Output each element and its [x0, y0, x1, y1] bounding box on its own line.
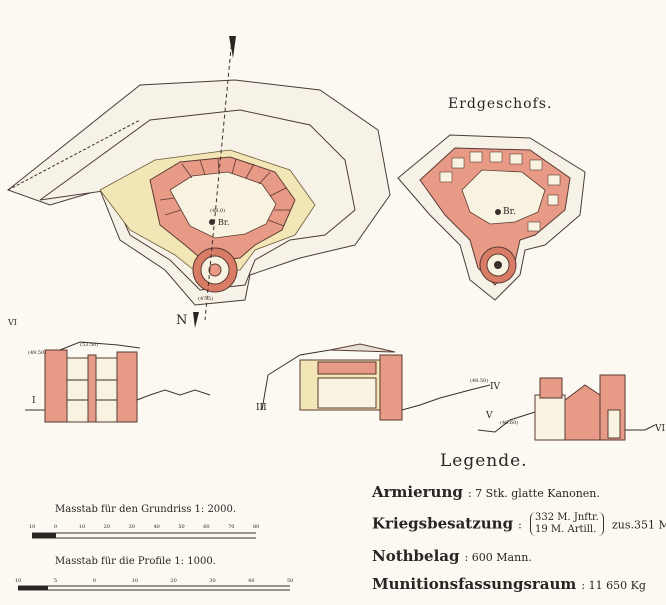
elevation-label-4: (47.5): [198, 296, 214, 302]
scale-grundriss-tick: 30: [128, 524, 135, 530]
roman-label-6b: VI: [655, 424, 666, 434]
casemates: [159, 157, 290, 227]
scale-grundriss-tick: 80: [253, 524, 260, 530]
scale-grundriss-tick: 60: [203, 524, 210, 530]
scale-grundriss-tick: 40: [153, 524, 160, 530]
legend-besatzung-brace: 332 M. Jnftr. 19 M. Artill.: [529, 512, 604, 536]
scale-profile-tick: 0: [92, 578, 96, 584]
profile-3: [261, 343, 491, 421]
ground-floor-title: Erdgeschofs.: [448, 96, 553, 112]
legend-armierung: Armierung : 7 Stk. glatte Kanonen.: [372, 482, 600, 501]
scale-profile-tick: 30: [209, 578, 216, 584]
legend-munition-value: : 11 650 Kg: [581, 579, 646, 592]
gf-court: [461, 169, 546, 225]
scale-profile-tick: 10: [131, 578, 138, 584]
roman-label-6: VI: [8, 318, 17, 327]
legend-armierung-value: : 7 Stk. glatte Kanonen.: [467, 487, 600, 500]
legend-besatzung: Kriegsbesatzung : 332 M. Jnftr. 19 M. Ar…: [372, 512, 666, 536]
ground-floor-plan: [397, 134, 586, 301]
profiles: [25, 341, 656, 441]
scale-grundriss-tick: 20: [103, 524, 111, 530]
legend-nothbelag-key: Nothbelag: [372, 547, 460, 565]
roman-label-1: I: [32, 396, 36, 406]
scale-grundriss-tick: 70: [228, 524, 235, 530]
legend-nothbelag: Nothbelag : 600 Mann.: [372, 546, 532, 565]
scale-profile-tick: 10: [15, 578, 22, 584]
legend-munition: Munitionsfassungsraum : 11 650 Kg: [372, 574, 646, 593]
roman-label-5: V: [486, 411, 493, 421]
fort-inner-court: [169, 171, 277, 239]
main-plan: [6, 36, 391, 328]
elevation-label-3: (48.0): [210, 208, 226, 214]
legend-besatzung-total: zus.351 M: [611, 518, 666, 532]
north-arrow-top: [229, 36, 236, 58]
round-tower-inner: [208, 263, 222, 277]
scale-profile-tick: 5: [53, 578, 58, 584]
legend-munition-key: Munitionsfassungsraum: [372, 575, 577, 593]
elevation-label-1: (53.50): [80, 342, 99, 348]
legend-besatzung-key: Kriegsbesatzung: [372, 514, 514, 533]
legend-nothbelag-value: : 600 Mann.: [464, 551, 532, 564]
elevation-label-2: (49.50): [28, 350, 47, 356]
gf-rooms: [439, 151, 561, 232]
scale-grundriss-tick: 10: [29, 524, 36, 530]
profile-1: [25, 341, 211, 423]
scale-profile-tick: 40: [248, 578, 255, 584]
scale-profile: [18, 585, 290, 591]
roman-label-4: IV: [490, 382, 501, 392]
elevation-label-6: (46.60): [500, 420, 519, 426]
north-arrow-bottom: [193, 312, 199, 328]
scale-profile-tick: 50: [287, 578, 294, 584]
roman-label-3: III: [256, 403, 267, 413]
scale-grundriss-tick: 10: [78, 524, 86, 530]
scale-profile-tick: 20: [170, 578, 177, 584]
elevation-label-5: (48.50): [470, 378, 489, 384]
well: [209, 219, 215, 225]
legend-besatzung-inf: 332 M. Jnftr.: [534, 512, 599, 523]
bridge-label-main: Br.: [218, 218, 230, 227]
gf-tower-core: [494, 261, 502, 269]
bridge-label-gf: Br.: [503, 207, 516, 217]
legend-besatzung-art: 19 M. Artill.: [534, 524, 597, 535]
legend-title: Legende.: [440, 451, 528, 471]
north-label: N: [176, 313, 188, 328]
scale-grundriss-label: Masstab für den Grundriss 1: 2000.: [55, 504, 237, 515]
scale-grundriss-tick: 50: [178, 524, 185, 530]
scale-profile-label: Masstab für die Profile 1: 1000.: [55, 556, 216, 567]
scale-grundriss: [32, 532, 256, 539]
profile-5: [477, 374, 656, 441]
scale-grundriss-tick: 0: [53, 524, 58, 530]
legend-armierung-key: Armierung: [372, 483, 463, 501]
north-axis: [204, 37, 233, 321]
gf-well: [495, 209, 501, 215]
